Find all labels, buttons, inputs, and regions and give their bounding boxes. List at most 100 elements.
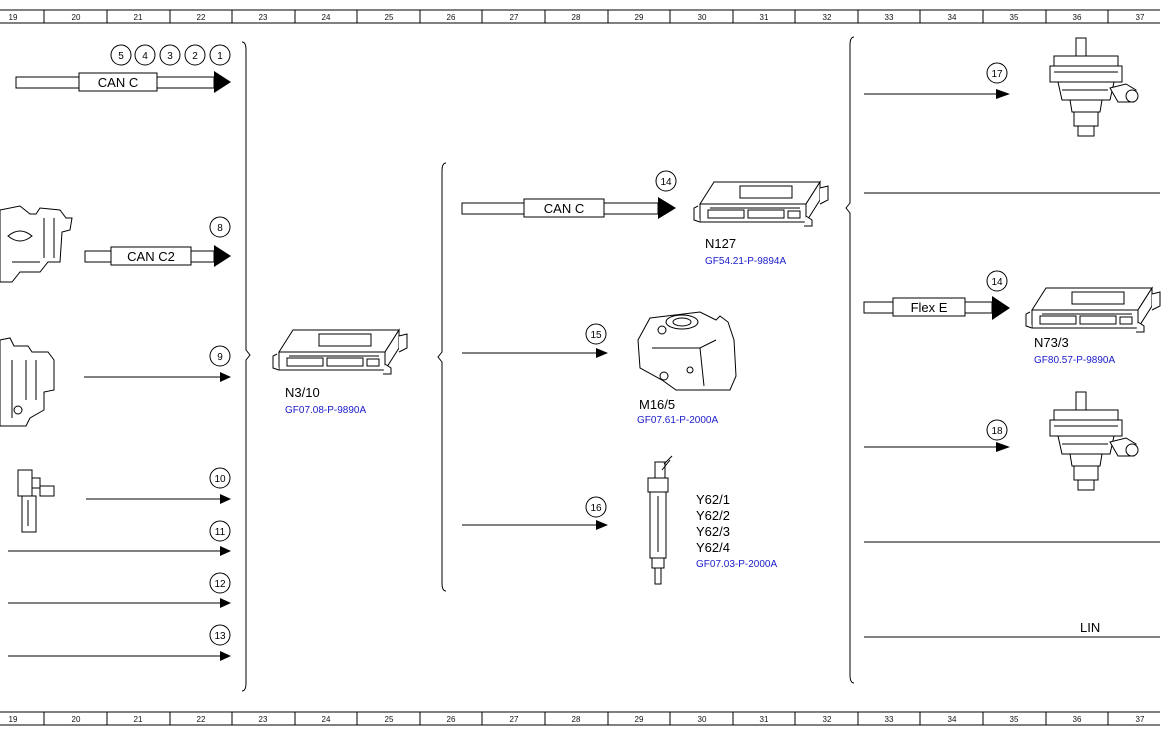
ruler-number: 20	[72, 13, 81, 22]
ruler-number: 23	[259, 13, 268, 22]
callout-15: 15	[590, 330, 602, 341]
ruler-number: 21	[134, 13, 143, 22]
ruler-number: 36	[1073, 13, 1082, 22]
ruler-number: 22	[197, 13, 206, 22]
ruler-bottom: 19 20 21 22 23 24 25 26 27 28 29 30 31 3…	[0, 711, 1160, 726]
callout-2: 2	[192, 51, 198, 62]
y62-4-label: Y62/4	[696, 540, 730, 555]
ruler-number: 33	[885, 13, 894, 22]
ruler-number: 27	[510, 715, 519, 724]
n3-10-label: N3/10	[285, 385, 320, 400]
signal-line-12: 12	[8, 572, 231, 608]
ruler-number: 23	[259, 715, 268, 724]
m16-5-doc-ref: GF07.61-P-2000A	[637, 415, 718, 426]
ruler-number: 35	[1010, 715, 1019, 724]
can-c2-label: CAN C2	[127, 249, 175, 264]
signal-line-18: 18	[864, 419, 1010, 452]
callout-1: 1	[217, 51, 223, 62]
pump-lower	[1049, 391, 1139, 491]
actuator-m16-5: M16/5 GF07.61-P-2000A	[637, 311, 737, 426]
callout-11: 11	[215, 527, 226, 538]
can-c-bus-middle: CAN C 14	[461, 170, 677, 219]
ruler-number: 36	[1073, 715, 1082, 724]
callout-3: 3	[167, 51, 173, 62]
lin-bus: LIN	[864, 620, 1160, 638]
callout-14-right: 14	[991, 277, 1003, 288]
ruler-number: 25	[385, 13, 394, 22]
y62-1-label: Y62/1	[696, 492, 730, 507]
signal-line-17: 17	[864, 62, 1010, 99]
callout-17: 17	[991, 69, 1003, 80]
ruler-number: 33	[885, 715, 894, 724]
injector-y62: Y62/1 Y62/2 Y62/3 Y62/4 GF07.03-P-2000A	[647, 455, 777, 585]
can-c-label-middle: CAN C	[544, 201, 584, 216]
ruler-number: 20	[72, 715, 81, 724]
n73-3-label: N73/3	[1034, 335, 1069, 350]
ruler-number: 19	[9, 715, 18, 724]
n73-3-doc-ref: GF80.57-P-9890A	[1034, 355, 1115, 366]
ruler-number: 26	[447, 715, 456, 724]
ruler-number: 30	[698, 13, 707, 22]
callout-5: 5	[118, 51, 124, 62]
ruler-number: 34	[948, 13, 957, 22]
bracket-right	[845, 36, 855, 684]
ruler-top: 19 20 21 22 23 24 25 26 27 28 29 30 31 3…	[0, 9, 1160, 24]
callout-10: 10	[214, 474, 226, 485]
ruler-number: 29	[635, 715, 644, 724]
callout-13: 13	[214, 631, 226, 642]
signal-line-10: 10	[86, 467, 231, 504]
callout-18: 18	[991, 426, 1003, 437]
callout-12: 12	[214, 579, 226, 590]
bracket-left	[241, 41, 251, 692]
ruler-number: 37	[1136, 13, 1145, 22]
ruler-number: 26	[447, 13, 456, 22]
ruler-number: 28	[572, 715, 581, 724]
callout-4: 4	[142, 51, 148, 62]
can-c2-bus: CAN C2 8	[84, 216, 231, 267]
signal-line-9: 9	[84, 345, 231, 382]
callout-14-middle: 14	[660, 177, 672, 188]
can-c-bus-top: CAN C	[15, 71, 231, 93]
control-unit-n73-3: N73/3 GF80.57-P-9890A	[1025, 287, 1161, 366]
n127-doc-ref: GF54.21-P-9894A	[705, 256, 786, 267]
ruler-number: 31	[760, 715, 769, 724]
ruler-number: 35	[1010, 13, 1019, 22]
ruler-number: 30	[698, 715, 707, 724]
signal-line-11: 11	[8, 520, 231, 556]
ruler-number: 24	[322, 13, 331, 22]
bracket-middle	[437, 162, 447, 592]
y62-3-label: Y62/3	[696, 524, 730, 539]
ruler-number: 31	[760, 13, 769, 22]
ruler-number: 25	[385, 715, 394, 724]
ruler-number: 22	[197, 715, 206, 724]
callout-8: 8	[217, 223, 223, 234]
signal-line-16: 16	[462, 496, 608, 530]
signal-line-13: 13	[8, 624, 231, 661]
ruler-number: 19	[9, 13, 18, 22]
lin-label: LIN	[1080, 620, 1100, 635]
m16-5-label: M16/5	[639, 397, 675, 412]
ruler-number: 24	[322, 715, 331, 724]
ruler-number: 37	[1136, 715, 1145, 724]
left-sensor	[17, 469, 55, 533]
callout-16: 16	[590, 503, 602, 514]
control-unit-n127: N127 GF54.21-P-9894A	[693, 181, 829, 267]
n127-label: N127	[705, 236, 736, 251]
ruler-number: 32	[823, 715, 832, 724]
left-component-upper	[0, 205, 73, 283]
pump-upper	[1049, 37, 1139, 137]
flex-e-label: Flex E	[911, 300, 948, 315]
ruler-number: 32	[823, 13, 832, 22]
ruler-number: 34	[948, 715, 957, 724]
control-unit-n3-10: N3/10 GF07.08-P-9890A	[272, 329, 408, 416]
n3-10-doc-ref: GF07.08-P-9890A	[285, 405, 366, 416]
ruler-number: 21	[134, 715, 143, 724]
ruler-number: 29	[635, 13, 644, 22]
signal-line-15: 15	[462, 323, 608, 358]
left-component-lower	[0, 337, 55, 427]
callout-group-1-5: 5 4 3 2 1	[110, 44, 231, 66]
ruler-number: 28	[572, 13, 581, 22]
callout-9: 9	[217, 352, 223, 363]
ruler-number: 27	[510, 13, 519, 22]
